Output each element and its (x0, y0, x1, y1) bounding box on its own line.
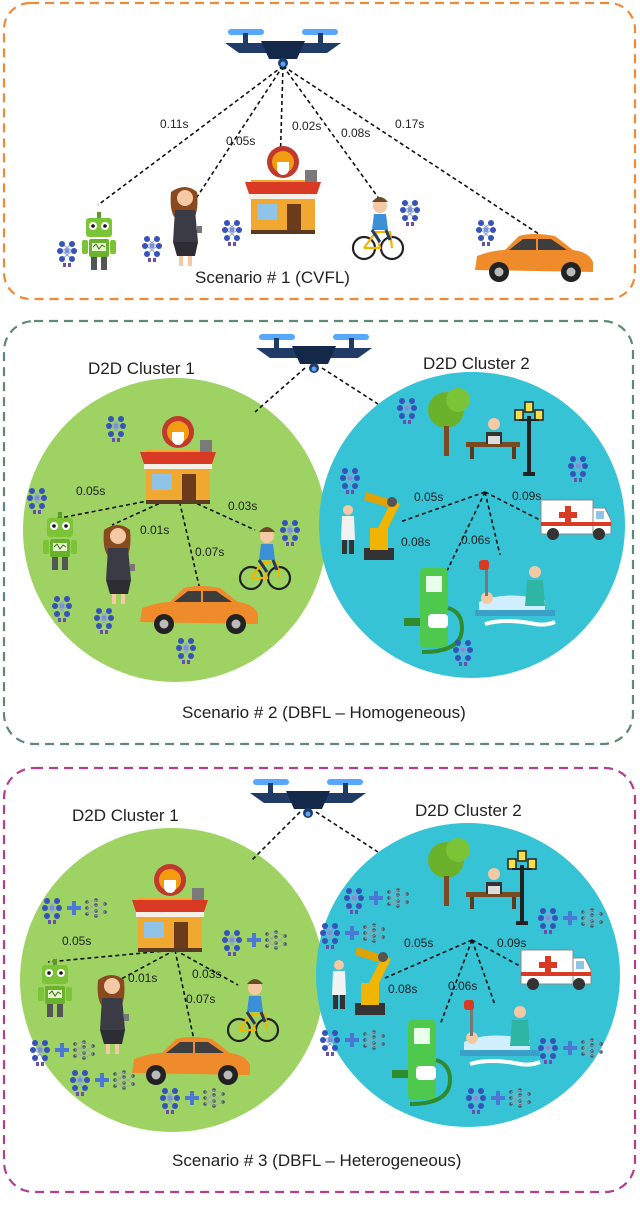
s3-c2-latency-4: 0.06s (448, 979, 477, 993)
s3-cluster2-label: D2D Cluster 2 (415, 801, 522, 820)
s2-c1-latency-3: 0.03s (228, 499, 257, 513)
neural-model-icon (56, 240, 78, 268)
s1-latency-3: 0.02s (292, 119, 321, 133)
scenario3-frame (2, 766, 637, 1194)
scenario1-links (97, 65, 549, 241)
neural-model-icon (475, 219, 497, 247)
car-icon (474, 233, 594, 283)
scenario1-title: Scenario # 1 (CVFL) (195, 268, 350, 287)
s1-latency-1: 0.11s (160, 117, 188, 131)
s3-c1-latency-2: 0.01s (128, 971, 157, 985)
s2-c1-latency-2: 0.01s (140, 523, 169, 537)
s2-cluster2-circle (319, 372, 625, 678)
s2-c2-latency-1: 0.05s (414, 490, 443, 504)
s2-cluster2-label: D2D Cluster 2 (423, 354, 530, 373)
robot-icon (81, 211, 117, 271)
s2-c2-latency-3: 0.08s (401, 535, 430, 549)
s1-latency-2: 0.05s (226, 134, 255, 148)
s3-c1-latency-4: 0.07s (186, 992, 215, 1006)
scenario2-title: Scenario # 2 (DBFL – Homogeneous) (182, 703, 466, 722)
s3-c1-latency-1: 0.05s (62, 934, 91, 948)
coffee-shop-icon (245, 146, 321, 234)
drone-icon (225, 29, 341, 68)
drone-icon (256, 334, 372, 373)
s3-c2-latency-3: 0.08s (388, 982, 417, 996)
s2-c2-latency-2: 0.09s (512, 489, 541, 503)
s2-c1-latency-4: 0.07s (195, 545, 224, 559)
woman-icon (170, 187, 202, 266)
s3-c2-latency-2: 0.09s (497, 936, 526, 950)
s1-latency-5: 0.17s (395, 117, 424, 131)
s3-c2-latency-1: 0.05s (404, 936, 433, 950)
s1-latency-4: 0.08s (341, 126, 370, 140)
s2-cluster1-label: D2D Cluster 1 (88, 359, 195, 378)
scenario3-links (47, 811, 521, 1046)
neural-model-icon (141, 235, 163, 263)
scenario1-frame (2, 1, 637, 301)
s3-cluster1-label: D2D Cluster 1 (72, 806, 179, 825)
neural-model-icon (399, 199, 421, 227)
s2-c2-latency-4: 0.06s (461, 533, 490, 547)
scenario3-title: Scenario # 3 (DBFL – Heterogeneous) (172, 1151, 461, 1170)
s3-c1-latency-3: 0.03s (192, 967, 221, 981)
drone-icon (250, 779, 366, 818)
cyclist-icon (351, 195, 405, 261)
s2-c1-latency-1: 0.05s (76, 484, 105, 498)
scenario2-frame (2, 319, 635, 746)
neural-model-icon (221, 219, 243, 247)
